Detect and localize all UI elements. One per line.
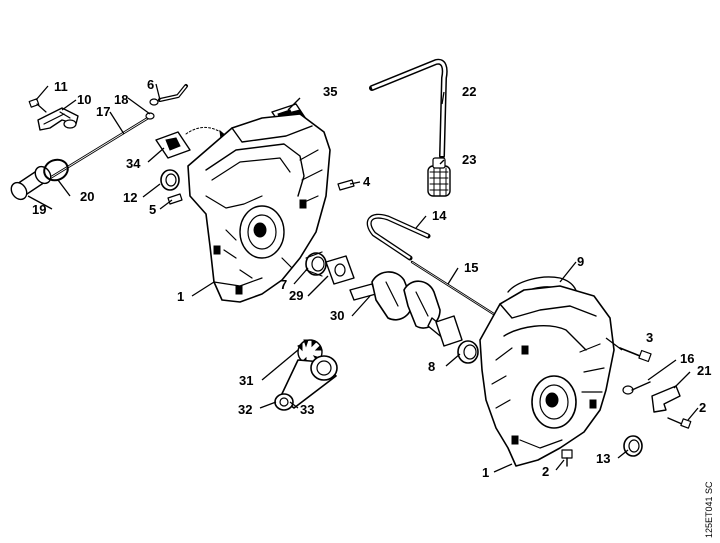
throttle-rod-part-17 — [48, 116, 150, 180]
bracket-part-21 — [651, 385, 681, 413]
callout-19: 19 — [32, 202, 46, 217]
callout-30: 30 — [330, 308, 344, 323]
callout-18: 18 — [114, 92, 128, 107]
callout-17: 17 — [96, 104, 110, 119]
callout-2-bottom: 2 — [542, 464, 549, 479]
callout-29: 29 — [289, 288, 303, 303]
callout-14: 14 — [432, 208, 447, 223]
screw-part-16 — [622, 381, 651, 395]
reference-code: 125ET041 SC — [704, 481, 714, 538]
callout-1-right: 1 — [482, 465, 489, 480]
callout-numbers: 11 10 18 6 17 35 22 34 23 12 4 20 19 5 1… — [32, 77, 711, 480]
plate-part-29 — [325, 255, 355, 285]
fuel-hose-part-22 — [369, 58, 448, 159]
callout-10: 10 — [77, 92, 91, 107]
filter-part-23 — [427, 157, 451, 197]
callout-20: 20 — [80, 189, 94, 204]
callout-6: 6 — [147, 77, 154, 92]
housing-part-1-left — [187, 113, 331, 303]
bracket-part-10 — [37, 107, 79, 131]
callout-32: 32 — [238, 402, 252, 417]
screw-part-2-bottom — [561, 449, 573, 467]
callout-33: 33 — [300, 402, 314, 417]
callout-5: 5 — [149, 202, 156, 217]
leader-lines — [27, 83, 699, 473]
line-part-15 — [410, 260, 502, 320]
bearing-part-7 — [305, 251, 327, 277]
callout-3: 3 — [646, 330, 653, 345]
callout-35: 35 — [323, 84, 337, 99]
callout-2-right: 2 — [699, 400, 706, 415]
pin-part-4 — [337, 179, 355, 191]
crankshaft-part-30 — [349, 271, 455, 345]
plate-part-34 — [155, 131, 191, 159]
hose-part-14 — [366, 213, 431, 261]
connecting-rod-part-32 — [274, 355, 338, 411]
callout-15: 15 — [464, 260, 478, 275]
screw-part-2-right — [667, 417, 692, 429]
callout-13: 13 — [596, 451, 610, 466]
screw-part-3 — [619, 347, 652, 363]
callout-8: 8 — [428, 359, 435, 374]
callout-16: 16 — [680, 351, 694, 366]
hose-part-6 — [149, 84, 188, 106]
seal-ring-part-12 — [160, 169, 180, 191]
bearing-part-8 — [435, 315, 479, 364]
pin-part-5 — [167, 193, 183, 205]
screw-part-11 — [28, 98, 47, 113]
callout-1-left: 1 — [177, 289, 184, 304]
callout-9: 9 — [577, 254, 584, 269]
callout-23: 23 — [462, 152, 476, 167]
callout-34: 34 — [126, 156, 141, 171]
housing-part-1-right — [479, 285, 615, 467]
callout-12: 12 — [123, 190, 137, 205]
callout-11: 11 — [54, 79, 68, 94]
callout-7: 7 — [280, 277, 287, 292]
callout-31: 31 — [239, 373, 253, 388]
callout-21: 21 — [697, 363, 711, 378]
ring-part-20 — [43, 158, 69, 182]
callout-22: 22 — [462, 84, 476, 99]
sleeve-part-18 — [145, 112, 155, 120]
sleeve-part-19 — [10, 165, 52, 201]
seal-part-13 — [623, 435, 643, 457]
callout-4: 4 — [363, 174, 371, 189]
